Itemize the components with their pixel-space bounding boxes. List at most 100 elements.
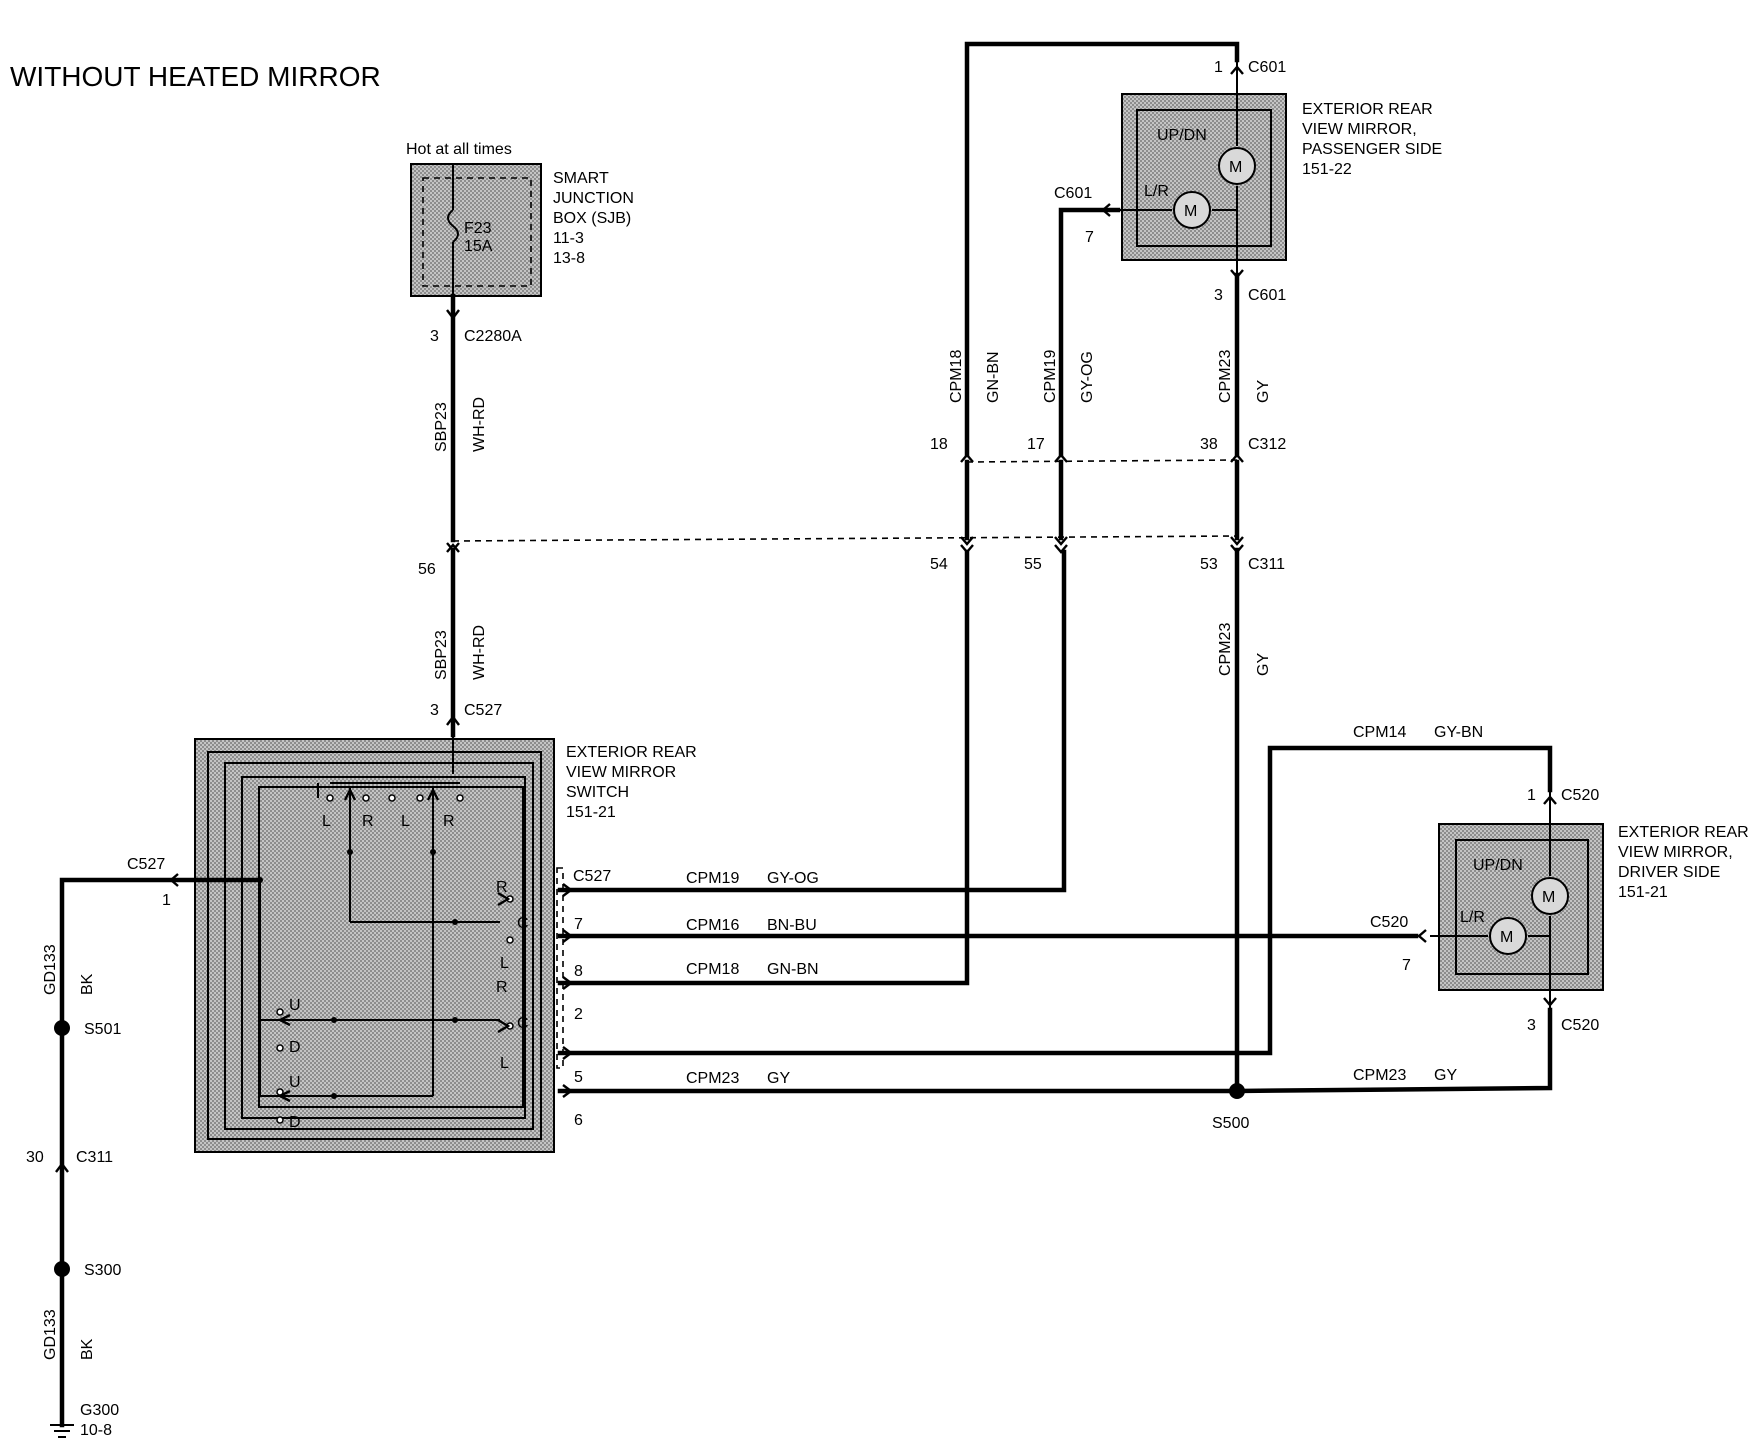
switch-contact-right-r2: R (496, 979, 508, 996)
wire-cpm18-circuit: CPM18 (686, 961, 739, 978)
sjb-name-line-3: BOX (SJB) (553, 210, 631, 227)
fuse-icon (447, 209, 459, 243)
c601-bottom-pin: 3 (1214, 287, 1223, 304)
wire-cpm19-circuit: CPM19 (686, 870, 739, 887)
switch-contact-right-c1: C (517, 915, 529, 932)
wire-cpm23-v2-circuit: CPM23 (1217, 623, 1234, 676)
switch-contact-right-c2: C (517, 1015, 529, 1032)
c520-top-label: C520 (1561, 787, 1599, 804)
mirror-passenger-name-3: PASSENGER SIDE (1302, 141, 1442, 158)
sjb-name-line-2: JUNCTION (553, 190, 634, 207)
switch-name-line-4: 151-21 (566, 804, 616, 821)
c311-ground-pin: 30 (26, 1149, 44, 1166)
c601-bottom-label: C601 (1248, 287, 1286, 304)
wire-cpm14 (557, 745, 1553, 1056)
wire-cpm23-v1-color: GY (1255, 380, 1272, 403)
c311-label: C311 (1248, 556, 1285, 573)
sjb-name-line-5: 13-8 (553, 250, 585, 267)
c311-ground-label: C311 (76, 1149, 113, 1166)
c520-left-label: C520 (1370, 914, 1408, 931)
motor-updn-driver-label: M (1542, 889, 1555, 906)
mirror-driver-name-1: EXTERIOR REAR (1618, 824, 1749, 841)
c527-right-pin-5: 5 (574, 1069, 583, 1086)
fuse-rating-label: 15A (464, 238, 493, 255)
splice-s300-label: S300 (84, 1262, 121, 1279)
wire-gd133-a-color: BK (79, 973, 96, 995)
wire-cpm23-h2-color: GY (1434, 1067, 1457, 1084)
motor-updn-passenger-label: M (1229, 159, 1242, 176)
connector-c312: 18 17 38 C312 (930, 436, 1286, 463)
connector-c311: 56 54 55 53 C311 (418, 536, 1285, 578)
motor-lr-driver-label: M (1500, 929, 1513, 946)
wire-cpm23-horizontal-2 (1234, 1007, 1553, 1094)
connector-c312-outline (966, 459, 1238, 463)
wire-cpm23-v2-color: GY (1255, 653, 1272, 676)
c312-label: C312 (1248, 436, 1286, 453)
wire-ground-path (59, 877, 263, 1428)
mirror-passenger-name-2: VIEW MIRROR, (1302, 121, 1417, 138)
wire-cpm23-h1-color: GY (767, 1070, 790, 1087)
c527-right-pin-7: 7 (574, 916, 583, 933)
connector-c311-ground: 30 C311 (26, 1149, 113, 1173)
wire-cpm19-horizontal (557, 549, 1067, 893)
c527-right-pin-6: 6 (574, 1112, 583, 1129)
c527-right-label: C527 (573, 868, 611, 885)
motor-lr-passenger-label: M (1184, 203, 1197, 220)
c527-top-pin: 3 (430, 702, 439, 719)
c2280a-label: C2280A (464, 328, 522, 345)
wire-cpm19-color: GY-OG (767, 870, 819, 887)
c312-pin-38: 38 (1200, 436, 1218, 453)
switch-contact-right-l1: L (500, 955, 509, 972)
c520-left-pin: 7 (1402, 957, 1411, 974)
wire-cpm19-vertical (1058, 207, 1121, 458)
mirror-driver-updn-label: UP/DN (1473, 857, 1523, 874)
switch-contact-l1: L (322, 813, 331, 830)
wire-cpm18-v-circuit: CPM18 (948, 350, 965, 403)
switch-contact-d1: D (289, 1039, 301, 1056)
c312-pin-18: 18 (930, 436, 948, 453)
wire-cpm18-v-color: GN-BN (985, 351, 1002, 403)
c311-pin-53: 53 (1200, 556, 1218, 573)
connector-c601: 1 C601 C601 7 3 C601 (1054, 59, 1286, 304)
wire-cpm16-color: BN-BU (767, 917, 817, 934)
splice-s501 (54, 1020, 70, 1036)
wire-sbp23-lower-circuit: SBP23 (433, 630, 450, 680)
switch-contact-r1: R (362, 813, 374, 830)
connector-c527-right-outline (556, 867, 564, 1069)
switch-name-line-3: SWITCH (566, 784, 629, 801)
switch-name-line-2: VIEW MIRROR (566, 764, 676, 781)
splice-s500-label: S500 (1212, 1115, 1249, 1132)
motor-updn-driver-icon (1531, 877, 1569, 915)
c527-top-label: C527 (464, 702, 502, 719)
c527-right-pin-8: 8 (574, 963, 583, 980)
c601-top-pin: 1 (1214, 59, 1223, 76)
switch-contact-right-l2: L (500, 1055, 509, 1072)
wire-cpm18-color: GN-BN (767, 961, 819, 978)
mirror-passenger-lr-label: L/R (1144, 183, 1169, 200)
motor-lr-passenger-icon (1173, 191, 1211, 229)
switch-contact-right-r1: R (496, 879, 508, 896)
wire-gd133-b-circuit: GD133 (42, 1309, 59, 1360)
c527-right-pin-2: 2 (574, 1006, 583, 1023)
c520-bottom-label: C520 (1561, 1017, 1599, 1034)
wire-cpm14-circuit: CPM14 (1353, 724, 1406, 741)
ground-g300-label: G300 (80, 1402, 119, 1419)
motor-lr-driver-icon (1489, 917, 1527, 955)
wire-cpm23-h1-circuit: CPM23 (686, 1070, 739, 1087)
splice-s501-label: S501 (84, 1021, 121, 1038)
smart-junction-box: Hot at all times F23 15A SMART JUNCTION … (406, 141, 634, 297)
hot-at-all-times-label: Hot at all times (406, 141, 512, 158)
connector-c527-left: C527 1 (127, 856, 179, 909)
switch-contact-l2: L (401, 813, 410, 830)
switch-contact-u2: U (289, 1074, 301, 1091)
ground-icon (50, 1424, 74, 1438)
connector-c527-right: C527 7 8 2 5 6 (562, 868, 611, 1129)
mirror-passenger-name-1: EXTERIOR REAR (1302, 101, 1433, 118)
mirror-passenger-side: M M UP/DN L/R EXTERIOR REAR VIEW MIRROR,… (1118, 60, 1442, 275)
connector-c520: 1 C520 C520 7 3 C520 (1370, 787, 1599, 1034)
switch-name-line-1: EXTERIOR REAR (566, 744, 697, 761)
wire-cpm18-horizontal (557, 549, 970, 986)
mirror-switch: L R L R R C L R C L U D U D EXTERIOR REA… (194, 735, 697, 1153)
mirror-passenger-name-4: 151-22 (1302, 161, 1352, 178)
